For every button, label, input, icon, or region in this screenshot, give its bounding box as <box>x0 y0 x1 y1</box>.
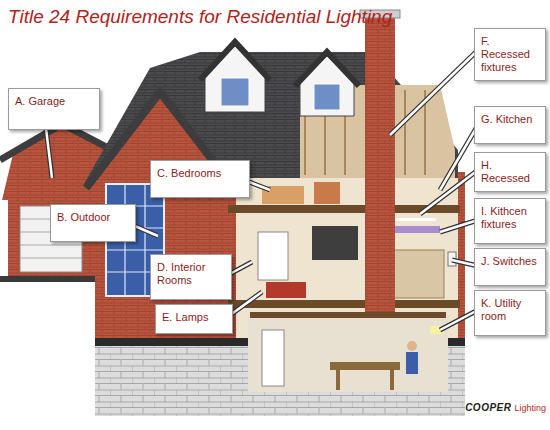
workbench <box>330 362 400 370</box>
callout-box: J. Switches <box>474 248 546 286</box>
callout-box: F. Recessed fixtures <box>474 28 546 81</box>
callout-box: D. Interior Rooms <box>150 254 232 300</box>
callout-box: C. Bedrooms <box>150 160 250 198</box>
callout-text: D. Interior Rooms <box>157 261 225 287</box>
main-house <box>85 10 465 416</box>
callout-text: C. Bedrooms <box>157 167 243 180</box>
floor <box>250 312 446 318</box>
sofa <box>266 282 306 298</box>
tv <box>312 226 358 260</box>
callout-box: K. Utility room <box>474 290 546 336</box>
person <box>407 341 417 351</box>
callout-text: K. Utility room <box>481 297 539 323</box>
logo-word: Lighting <box>514 403 546 413</box>
dormer <box>205 46 265 112</box>
basement <box>248 312 448 392</box>
leader-line-outline <box>45 50 478 330</box>
dormer-window <box>221 78 249 106</box>
dormer-window <box>314 84 340 110</box>
callout-box: B. Outdoor <box>50 204 136 242</box>
callout-text: B. Outdoor <box>57 211 129 224</box>
callout-box: I. Kithcen fixtures <box>474 198 546 244</box>
diagram-title: Title 24 Requirements for Residential Li… <box>8 6 392 28</box>
chimney <box>365 16 395 346</box>
callout-text: A. Garage <box>15 95 93 108</box>
callout-text: F. Recessed fixtures <box>481 35 539 74</box>
person <box>406 352 418 374</box>
callout-box: A. Garage <box>8 88 100 130</box>
workbench-leg <box>390 370 394 390</box>
logo-brand: COOPER <box>465 402 511 413</box>
floor <box>228 300 460 308</box>
callout-text: I. Kithcen fixtures <box>481 205 539 231</box>
armchair <box>314 182 340 204</box>
dormer-roof <box>295 52 359 86</box>
workbench-leg <box>336 370 340 390</box>
leader-lines <box>45 50 478 330</box>
dormer <box>300 56 354 116</box>
leader-line <box>45 50 478 330</box>
callout-box: E. Lamps <box>155 304 233 334</box>
callout-text: G. Kitchen <box>481 113 539 126</box>
water-heater <box>262 330 284 386</box>
callout-text: H. Recessed <box>481 159 539 185</box>
dormer-roof <box>200 42 270 80</box>
interior-door <box>258 232 288 280</box>
kitchen-fixture <box>390 226 440 233</box>
callout-text: E. Lamps <box>162 311 226 324</box>
callout-box: H. Recessed <box>474 152 546 192</box>
callout-box: G. Kitchen <box>474 106 546 144</box>
callout-text: J. Switches <box>481 255 539 268</box>
